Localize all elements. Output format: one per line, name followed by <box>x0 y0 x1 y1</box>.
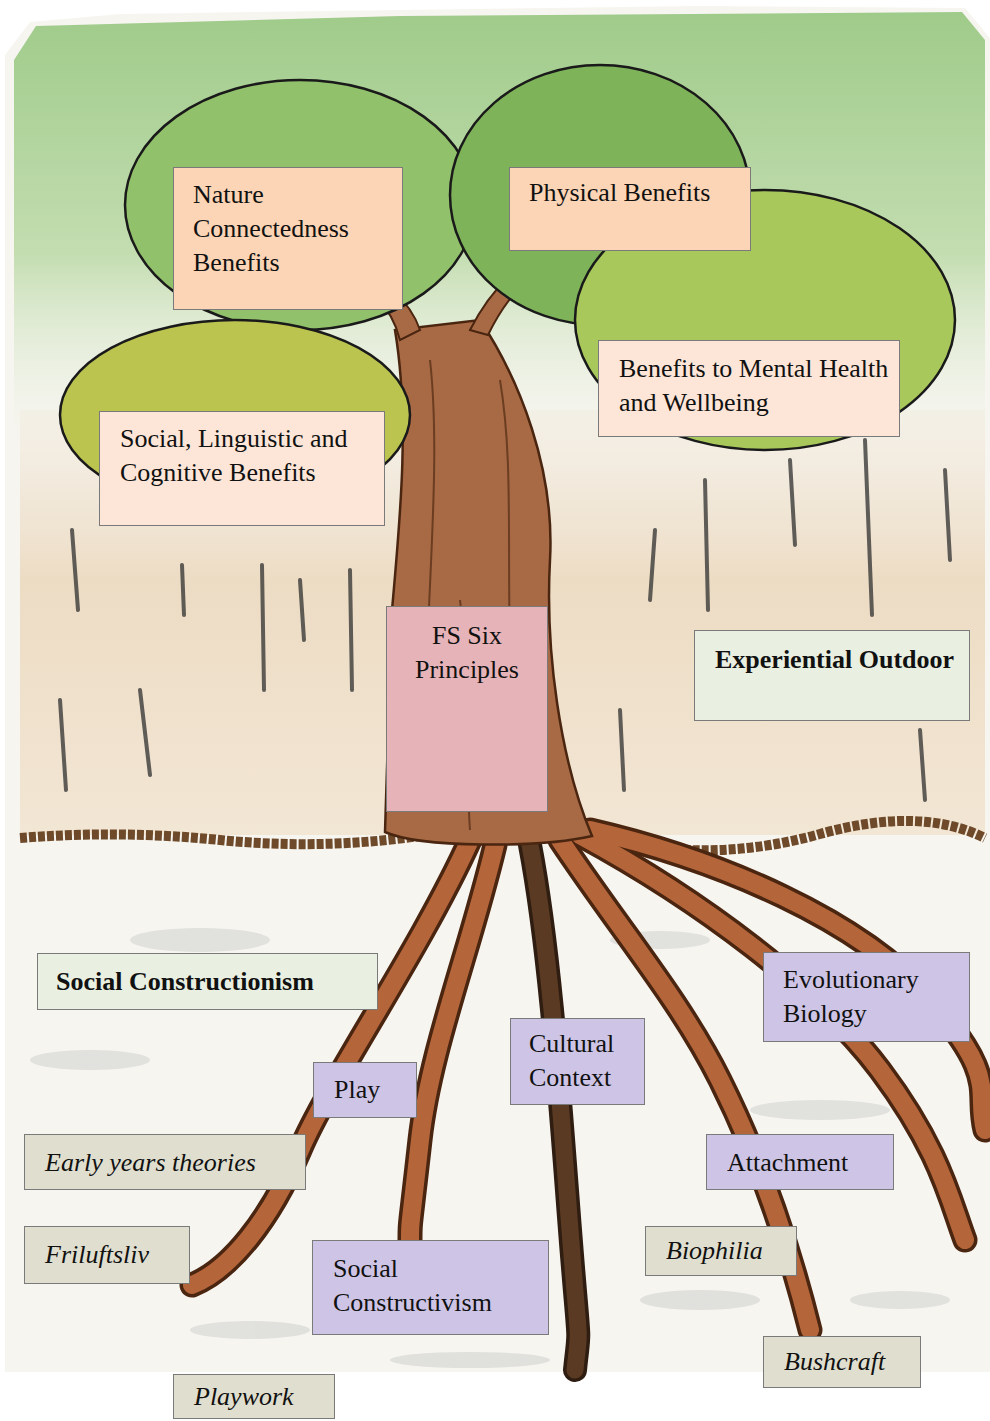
label-box: Benefits to Mental Health and Wellbeing <box>598 340 900 437</box>
label-box: Evolutionary Biology <box>763 952 970 1042</box>
label-box: Social, Linguistic and Cognitive Benefit… <box>99 411 385 526</box>
box-label: Benefits to Mental Health and Wellbeing <box>619 352 889 420</box>
box-label: Social Constructionism <box>56 965 365 999</box>
label-box: Social Constructionism <box>37 953 378 1010</box>
label-box: Play <box>313 1062 417 1118</box>
box-label: Social, Linguistic and Cognitive Benefit… <box>120 422 374 490</box>
box-label: FS Six Principles <box>395 619 539 687</box>
label-box: Cultural Context <box>510 1018 645 1105</box>
box-label: Biophilia <box>666 1234 786 1268</box>
box-label: Experiential Outdoor <box>715 643 957 677</box>
box-label: Early years theories <box>45 1146 295 1180</box>
label-box: Attachment <box>706 1134 894 1190</box>
box-label: Attachment <box>727 1146 883 1180</box>
label-box: Biophilia <box>645 1226 797 1276</box>
label-box: Nature Connectedness Benefits <box>173 167 403 310</box>
box-label: Bushcraft <box>784 1345 910 1379</box>
label-box: Playwork <box>173 1374 335 1419</box>
box-label: Cultural Context <box>529 1027 638 1095</box>
box-label: Playwork <box>194 1380 324 1414</box>
label-box: Physical Benefits <box>509 167 751 251</box>
label-box: Social Constructivism <box>312 1240 549 1335</box>
box-label: Friluftsliv <box>45 1238 179 1272</box>
label-box: FS Six Principles <box>386 606 548 812</box>
box-label: Play <box>334 1073 406 1107</box>
tree-roots <box>192 830 985 1370</box>
label-box: Early years theories <box>24 1134 306 1190</box>
box-label: Physical Benefits <box>529 176 736 210</box>
tree-canopy <box>60 65 955 510</box>
label-box: Experiential Outdoor <box>694 630 970 721</box>
paper <box>5 6 990 1372</box>
label-box: Bushcraft <box>763 1336 921 1388</box>
box-label: Social Constructivism <box>333 1252 538 1320</box>
box-label: Nature Connectedness Benefits <box>193 178 388 280</box>
box-label: Evolutionary Biology <box>783 963 959 1031</box>
tree-trunk <box>385 320 592 845</box>
label-box: Friluftsliv <box>24 1226 190 1284</box>
